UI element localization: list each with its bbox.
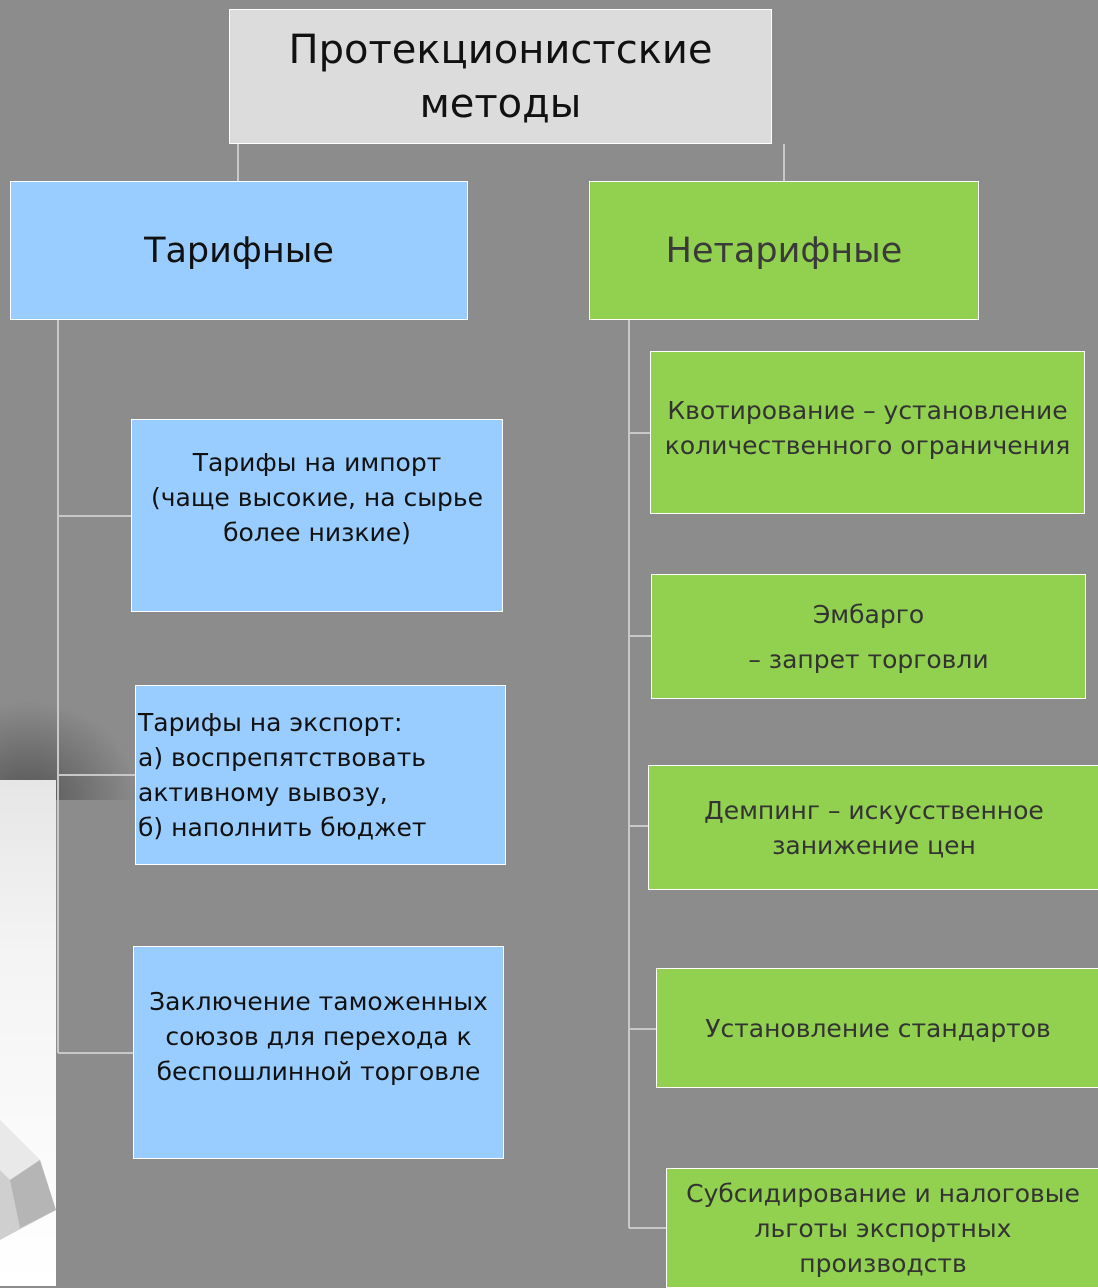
- root-node-title: Протекционистские методы: [229, 9, 772, 144]
- tariff-item-customs-union: Заключение таможенных союзов для переход…: [133, 946, 504, 1159]
- nontariff-item-embargo: Эмбарго – запрет торговли: [651, 574, 1086, 699]
- nontariff-item-quota: Квотирование – установление количественн…: [650, 351, 1085, 514]
- tariff-item-export: Тарифы на экспорт: а) воспрепятствовать …: [135, 685, 506, 865]
- branch-nontariff-node: Нетарифные: [589, 181, 979, 320]
- nontariff-item-standards: Установление стандартов: [656, 968, 1098, 1088]
- nontariff-item-dumping: Демпинг – искусственное занижение цен: [648, 765, 1098, 890]
- nontariff-item-subsidies: Субсидирование и налоговые льготы экспор…: [666, 1168, 1098, 1288]
- branch-tariff-node: Тарифные: [10, 181, 468, 320]
- cube-graphic: [0, 1120, 56, 1240]
- tariff-item-import: Тарифы на импорт (чаще высокие, на сырье…: [131, 419, 503, 612]
